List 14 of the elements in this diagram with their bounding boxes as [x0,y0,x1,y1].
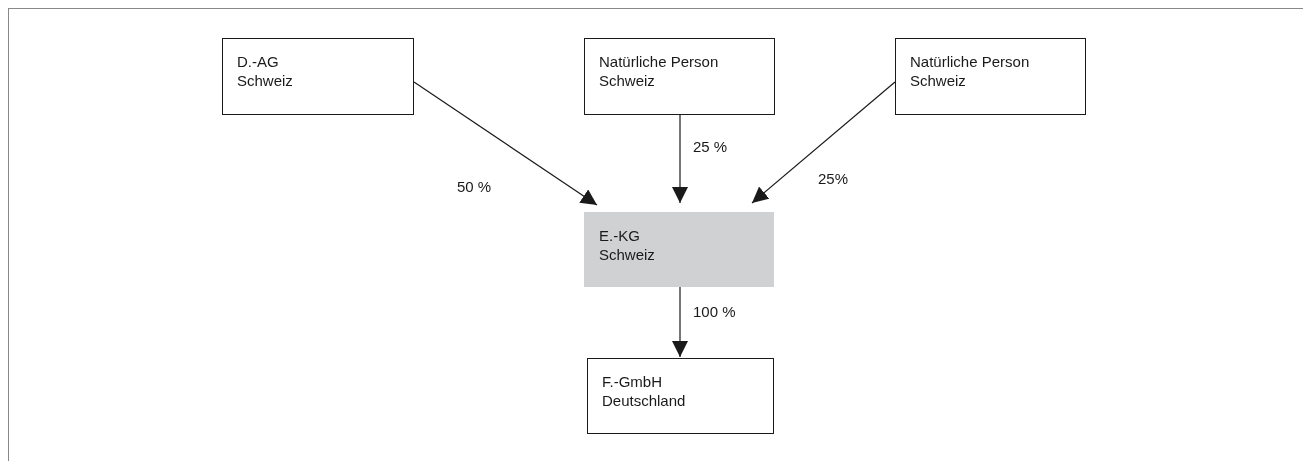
entity-box [222,38,414,115]
shaded-entity-box [584,212,774,287]
entity-name: F.-GmbH Deutschland [602,372,687,410]
arrow [672,286,688,358]
arrow [672,114,688,204]
arrow [413,81,598,206]
entity-box [895,38,1086,115]
entity-name: E.-KG Schweiz [599,226,656,264]
entity-name: D.-AG Schweiz [237,52,294,90]
arrow [751,81,896,204]
entity-box [587,358,774,434]
entity-name: Natürliche Person Schweiz [910,52,1031,90]
entity-box [584,38,775,115]
entity-name: Natürliche Person Schweiz [599,52,720,90]
